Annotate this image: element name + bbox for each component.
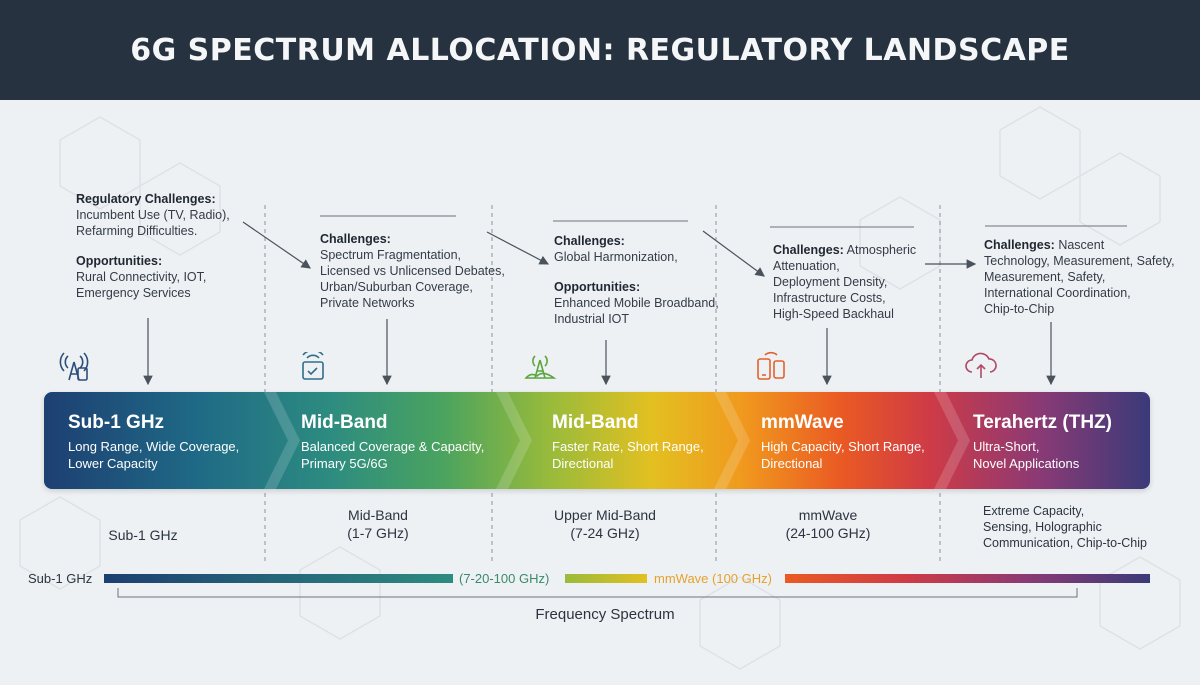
note-upper-mid-challenge-line: Global Harmonization, xyxy=(554,250,678,264)
below-label-thz-line: Sensing, Holographic xyxy=(983,520,1102,534)
cell-tower-icon xyxy=(524,355,557,379)
note-upper-mid: Challenges: Global Harmonization, Opport… xyxy=(554,233,719,327)
below-label-midband-range: (1-7 GHz) xyxy=(347,525,409,541)
below-label-mmwave-range: (24-100 GHz) xyxy=(785,525,871,541)
note-upper-mid-opportunity-line: Enhanced Mobile Broadband, xyxy=(554,296,719,310)
frequency-axis-bracket xyxy=(117,588,1078,598)
arrows xyxy=(143,221,1056,386)
scale-bar-mmwave-thz xyxy=(785,574,1150,583)
below-label-sub1: Sub-1 GHz xyxy=(108,527,178,543)
note-upper-mid-opportunity-line: Industrial IOT xyxy=(554,312,630,326)
note-thz-challenge-line: Technology, Measurement, Safety, xyxy=(984,254,1175,268)
note-mmwave-challenges-heading: Challenges: xyxy=(773,243,844,257)
note-mmwave-challenge-line: Infrastructure Costs, xyxy=(773,291,886,305)
note-upper-mid-challenges-heading: Challenges: xyxy=(554,234,625,248)
note-sub1-challenges-heading: Regulatory Challenges: xyxy=(76,192,216,206)
note-mmwave: Challenges: Atmospheric Attenuation, Dep… xyxy=(773,242,916,322)
segment-midband: Mid-Band Balanced Coverage & Capacity, P… xyxy=(301,392,484,489)
segment-midband-desc: Primary 5G/6G xyxy=(301,456,388,471)
hexagon-background xyxy=(19,106,1181,670)
note-thz-challenge-line: Measurement, Safety, xyxy=(984,270,1106,284)
segment-sub1-desc: Long Range, Wide Coverage, xyxy=(68,439,240,454)
below-label-upper-mid-range: (7-24 GHz) xyxy=(570,525,640,541)
band-chevrons xyxy=(264,392,970,489)
note-thz-challenge-first: Nascent xyxy=(1054,238,1105,252)
note-midband: Challenges: Spectrum Fragmentation, Lice… xyxy=(320,231,505,311)
scale-left-label: Sub-1 GHz xyxy=(28,571,93,586)
note-thz-challenge-line: International Coordination, xyxy=(984,286,1131,300)
below-label-thz-line: Communication, Chip-to-Chip xyxy=(983,536,1147,550)
spectrum-band: Sub-1 GHz Long Range, Wide Coverage, Low… xyxy=(44,392,1150,489)
note-thz-challenges-heading: Challenges: xyxy=(984,238,1055,252)
segment-thz-desc: Ultra-Short, xyxy=(973,439,1040,454)
note-thz-challenge-line: Chip-to-Chip xyxy=(984,302,1055,316)
segment-upper-mid: Mid-Band Faster Rate, Short Range, Direc… xyxy=(552,392,704,489)
segment-thz-name: Terahertz (THZ) xyxy=(973,412,1112,433)
segment-upper-mid-name: Mid-Band xyxy=(552,412,639,433)
note-midband-challenge-line: Licensed vs Unlicensed Debates, xyxy=(320,264,505,278)
note-midband-challenge-line: Urban/Suburban Coverage, xyxy=(320,280,473,294)
segment-mmwave-desc: High Capacity, Short Range, xyxy=(761,439,925,454)
note-upper-mid-opportunities-heading: Opportunities: xyxy=(554,280,641,294)
scale-text-mid: (7-20-100 GHz) xyxy=(459,571,550,586)
segment-upper-mid-desc: Directional xyxy=(552,456,614,471)
note-underlines xyxy=(320,215,1127,228)
note-midband-challenges-heading: Challenges: xyxy=(320,232,391,246)
below-label-upper-mid-name: Upper Mid-Band xyxy=(554,507,656,523)
segment-midband-name: Mid-Band xyxy=(301,412,388,433)
segment-thz-desc: Novel Applications xyxy=(973,456,1080,471)
note-sub1-challenge-line: Refarming Difficulties. xyxy=(76,224,198,238)
segment-sub1: Sub-1 GHz Long Range, Wide Coverage, Low… xyxy=(68,392,239,489)
page-title: 6G SPECTRUM ALLOCATION: REGULATORY LANDS… xyxy=(130,32,1070,68)
segment-thz: Terahertz (THZ) Ultra-Short, Novel Appli… xyxy=(973,392,1112,489)
scale-bar-upper-mid xyxy=(565,574,647,583)
segment-midband-desc: Balanced Coverage & Capacity, xyxy=(301,439,485,454)
mobile-devices-icon xyxy=(757,351,785,380)
below-label-mmwave-name: mmWave xyxy=(798,507,858,523)
below-label-thz: Extreme Capacity, Sensing, Holographic C… xyxy=(983,503,1183,551)
note-sub1-challenge-line: Incumbent Use (TV, Radio), xyxy=(76,208,230,222)
segment-sub1-name: Sub-1 GHz xyxy=(68,412,165,433)
below-label-thz-line: Extreme Capacity, xyxy=(983,504,1085,518)
note-sub1: Regulatory Challenges: Incumbent Use (TV… xyxy=(76,191,230,301)
below-label-mmwave: mmWave (24-100 GHz) xyxy=(758,506,898,542)
cloud-upload-icon xyxy=(965,352,997,378)
below-label-midband: Mid-Band (1-7 GHz) xyxy=(318,506,438,542)
segment-mmwave-desc: Directional xyxy=(761,456,823,471)
note-midband-challenge-line: Spectrum Fragmentation, xyxy=(320,248,462,262)
segment-upper-mid-desc: Faster Rate, Short Range, xyxy=(552,439,704,454)
below-label-midband-name: Mid-Band xyxy=(348,507,408,523)
note-mmwave-challenge-line: High-Speed Backhaul xyxy=(773,307,894,321)
segment-sub1-desc: Lower Capacity xyxy=(68,456,158,471)
note-mmwave-challenge-line: Attenuation, xyxy=(773,259,840,273)
router-device-icon xyxy=(302,352,324,380)
frequency-axis-label: Frequency Spectrum xyxy=(535,606,675,623)
segment-mmwave: mmWave High Capacity, Short Range, Direc… xyxy=(761,392,925,489)
note-sub1-opportunity-line: Rural Connectivity, IOT, xyxy=(76,270,207,284)
note-mmwave-challenge-first: Atmospheric xyxy=(843,243,917,257)
note-mmwave-challenge-line: Deployment Density, xyxy=(773,275,888,289)
note-sub1-opportunities-heading: Opportunities: xyxy=(76,254,163,268)
segment-mmwave-name: mmWave xyxy=(761,412,844,433)
scale-text-mmwave: mmWave (100 GHz) xyxy=(654,571,772,586)
note-thz: Challenges: Nascent Technology, Measurem… xyxy=(984,237,1175,317)
below-label-upper-mid: Upper Mid-Band (7-24 GHz) xyxy=(530,506,680,542)
note-sub1-opportunity-line: Emergency Services xyxy=(76,286,191,300)
note-midband-challenge-line: Private Networks xyxy=(320,296,415,310)
header-bar: 6G SPECTRUM ALLOCATION: REGULATORY LANDS… xyxy=(0,0,1200,100)
antenna-tower-icon xyxy=(59,352,89,381)
scale-bar-sub1-mid xyxy=(104,574,453,583)
column-dividers xyxy=(264,205,941,565)
